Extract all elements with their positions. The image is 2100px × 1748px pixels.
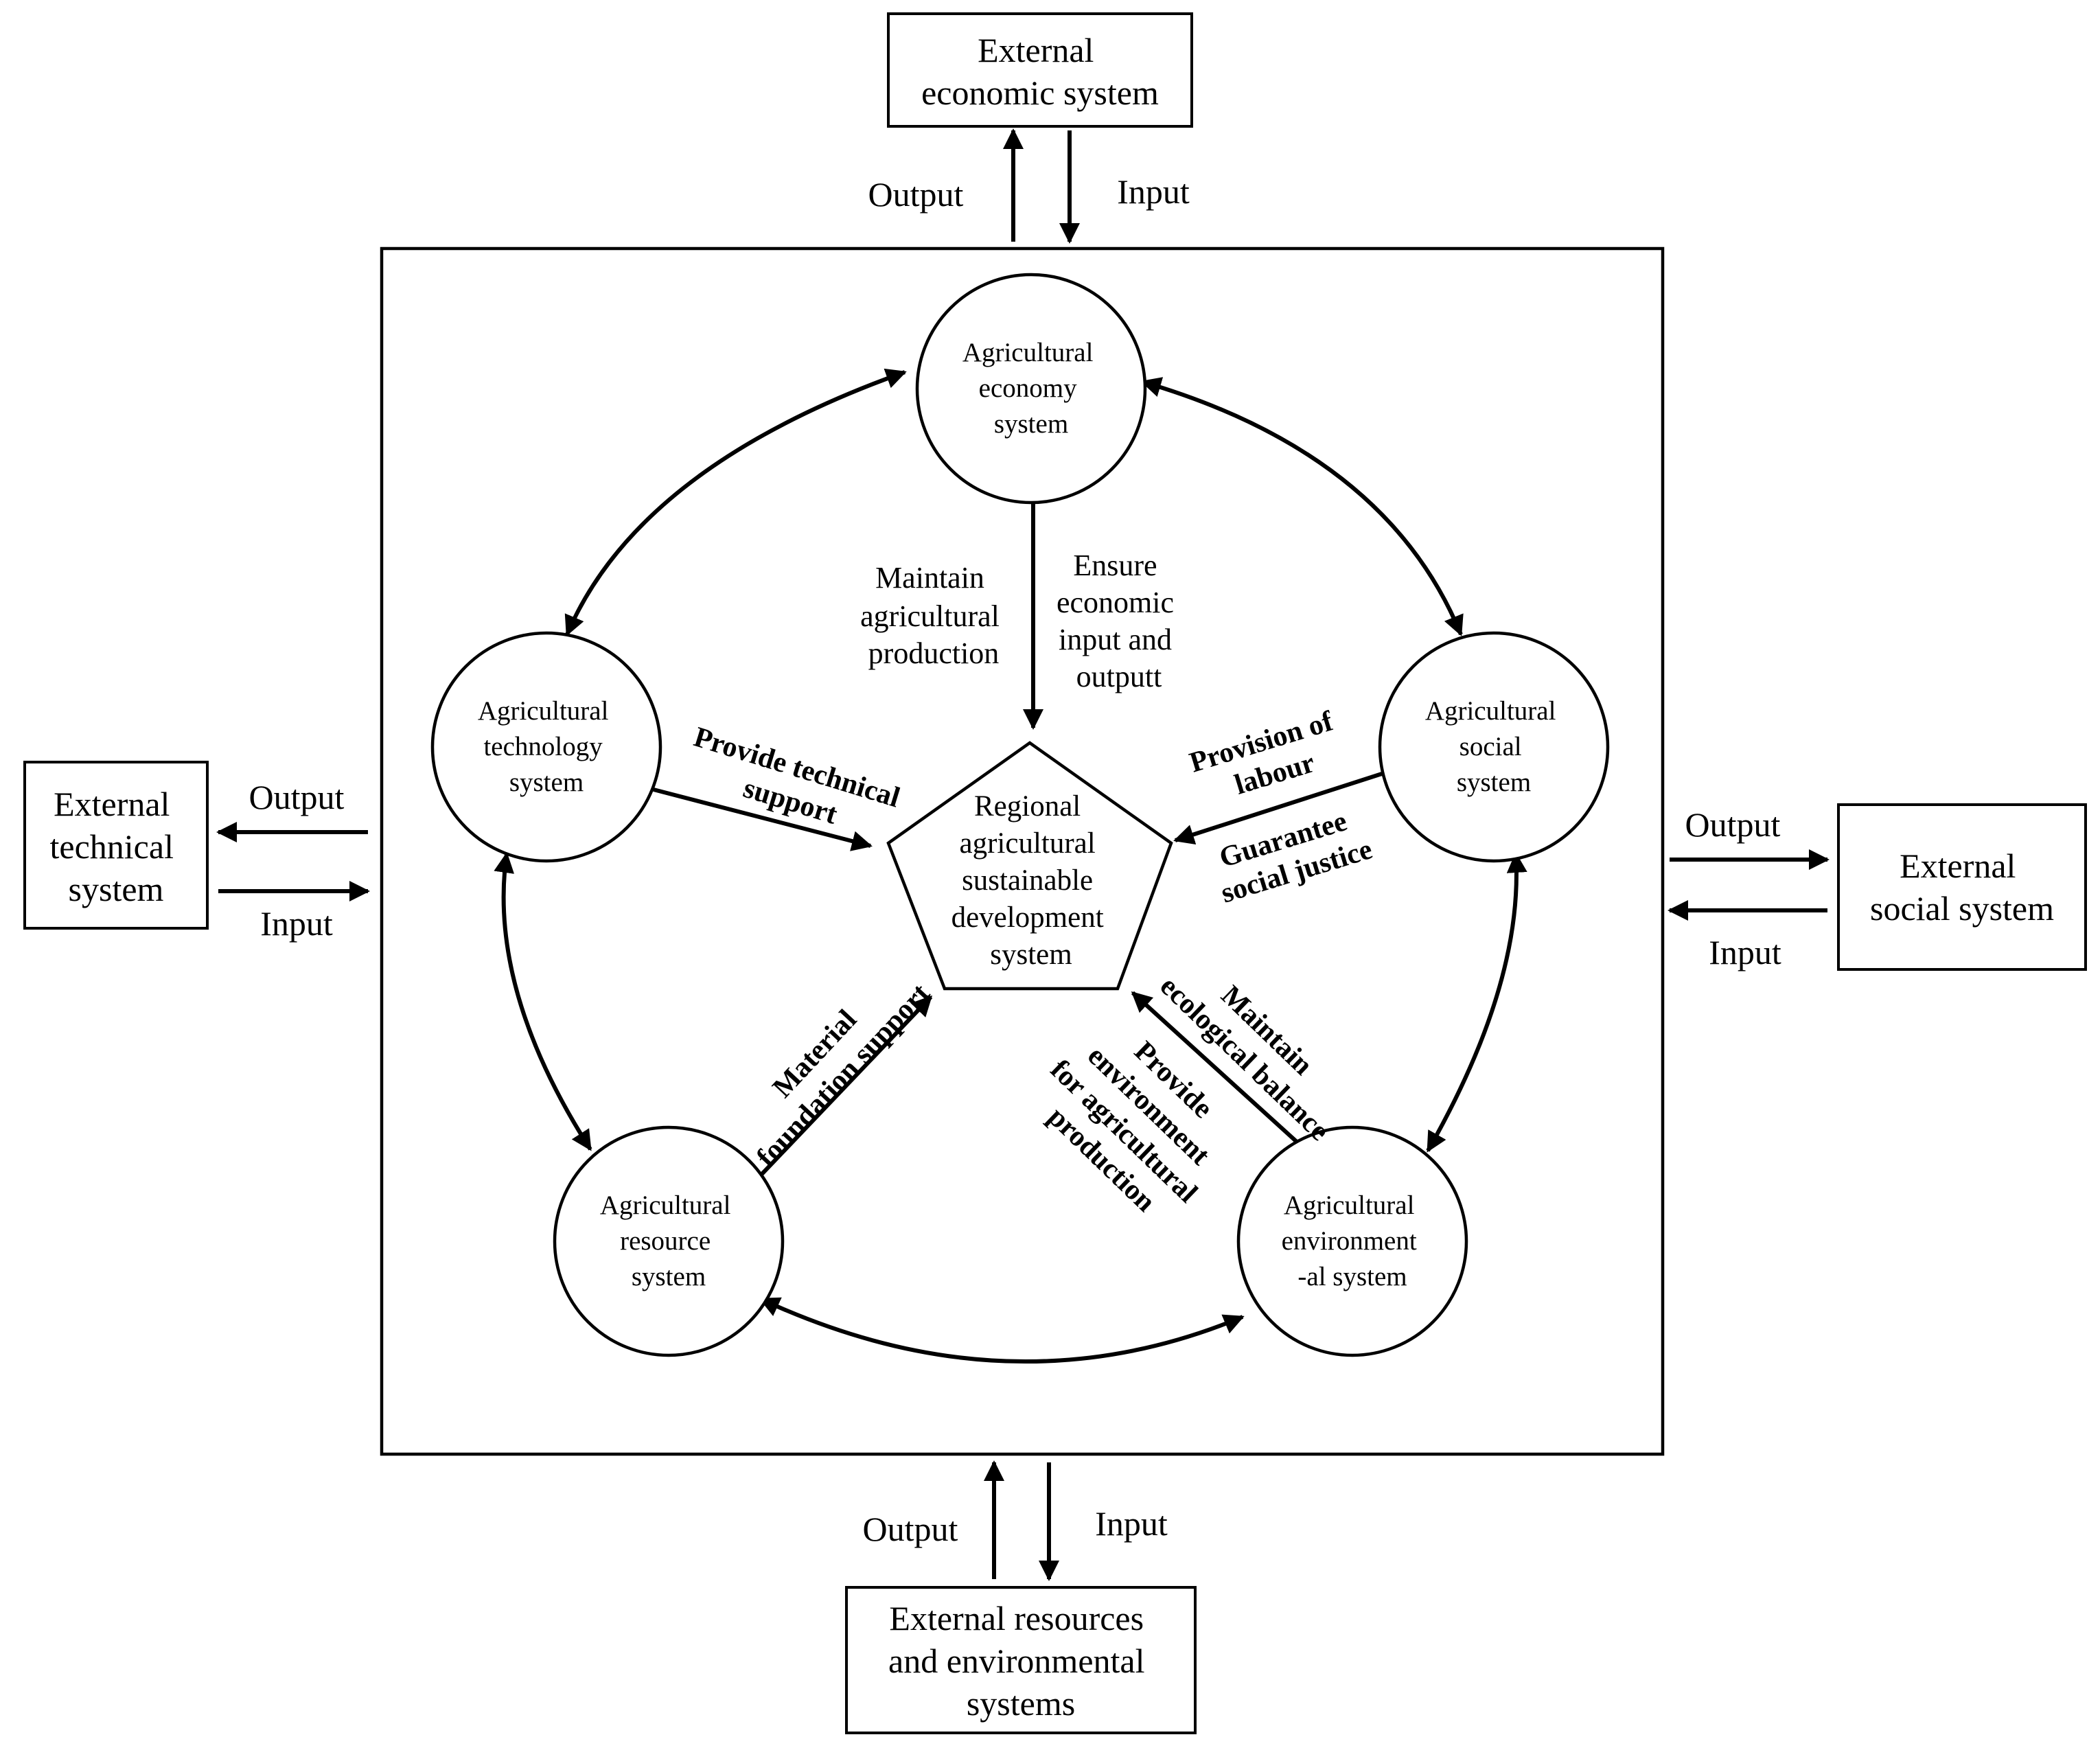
main-system-frame: [380, 246, 1665, 1456]
technology-to-center-arrow: [653, 787, 873, 851]
resource-system-label: Agricultural resource system: [600, 1191, 737, 1291]
technical-support-label: Provide technical support: [680, 722, 910, 849]
economy-system-label: Agricultural economy system: [962, 338, 1100, 439]
economy-technology-link: [564, 368, 907, 636]
environmental-system-label: Agricultural environment -al system: [1282, 1191, 1424, 1291]
external-social-label: External social system: [1870, 847, 2054, 928]
external-technical-label: External technical system: [50, 785, 183, 908]
right-output-label: Output: [1685, 805, 1781, 844]
social-to-center-arrow: [1173, 771, 1385, 844]
economy-social-link: [1140, 377, 1464, 636]
environmental-to-center-arrow: [1131, 991, 1300, 1145]
maintain-production-label: Maintain agricultural production: [860, 561, 1007, 670]
node-technology-system: Agricultural technology system: [430, 631, 662, 863]
technology-resource-link: [494, 852, 592, 1151]
center-system-label: Regional agricultural sustainable develo…: [951, 790, 1111, 971]
top-input-label: Input: [1117, 172, 1190, 211]
bottom-input-label: Input: [1095, 1504, 1168, 1543]
technology-system-label: Agricultural technology system: [478, 696, 615, 797]
provision-labour-label: Provision of labour: [1186, 704, 1354, 812]
resource-environmental-link: [759, 1297, 1245, 1364]
node-social-system: Agricultural social system: [1378, 631, 1610, 863]
external-economic-label: External economic system: [921, 31, 1159, 112]
center-system-pentagon: Regional agricultural sustainable develo…: [886, 741, 1173, 991]
top-output-label: Output: [868, 175, 964, 214]
external-resources-system-box: External resources and environmental sys…: [845, 1586, 1197, 1734]
guarantee-justice-label: Guarantee social justice: [1208, 801, 1376, 909]
bottom-output-label: Output: [863, 1510, 958, 1548]
external-technical-system-box: External technical system: [23, 761, 209, 930]
maintain-ecological-label: Maintain ecological balance: [1154, 945, 1361, 1147]
left-output-label: Output: [249, 778, 345, 816]
external-social-system-box: External social system: [1837, 803, 2087, 971]
social-system-label: Agricultural social system: [1425, 696, 1562, 797]
resource-to-center-arrow: [757, 995, 933, 1179]
node-environmental-system: Agricultural environment -al system: [1236, 1125, 1468, 1357]
material-foundation-label: Material foundation support: [724, 954, 936, 1173]
external-economic-system-box: External economic system: [887, 12, 1193, 128]
external-resources-label: External resources and environmental sys…: [888, 1599, 1153, 1723]
social-environmental-link: [1426, 852, 1527, 1153]
right-input-label: Input: [1709, 933, 1781, 971]
left-input-label: Input: [260, 904, 333, 943]
ensure-economic-label: Ensure economic input and outputt: [1057, 549, 1181, 693]
node-resource-system: Agricultural resource system: [553, 1125, 785, 1357]
node-economy-system: Agricultural economy system: [915, 273, 1147, 505]
